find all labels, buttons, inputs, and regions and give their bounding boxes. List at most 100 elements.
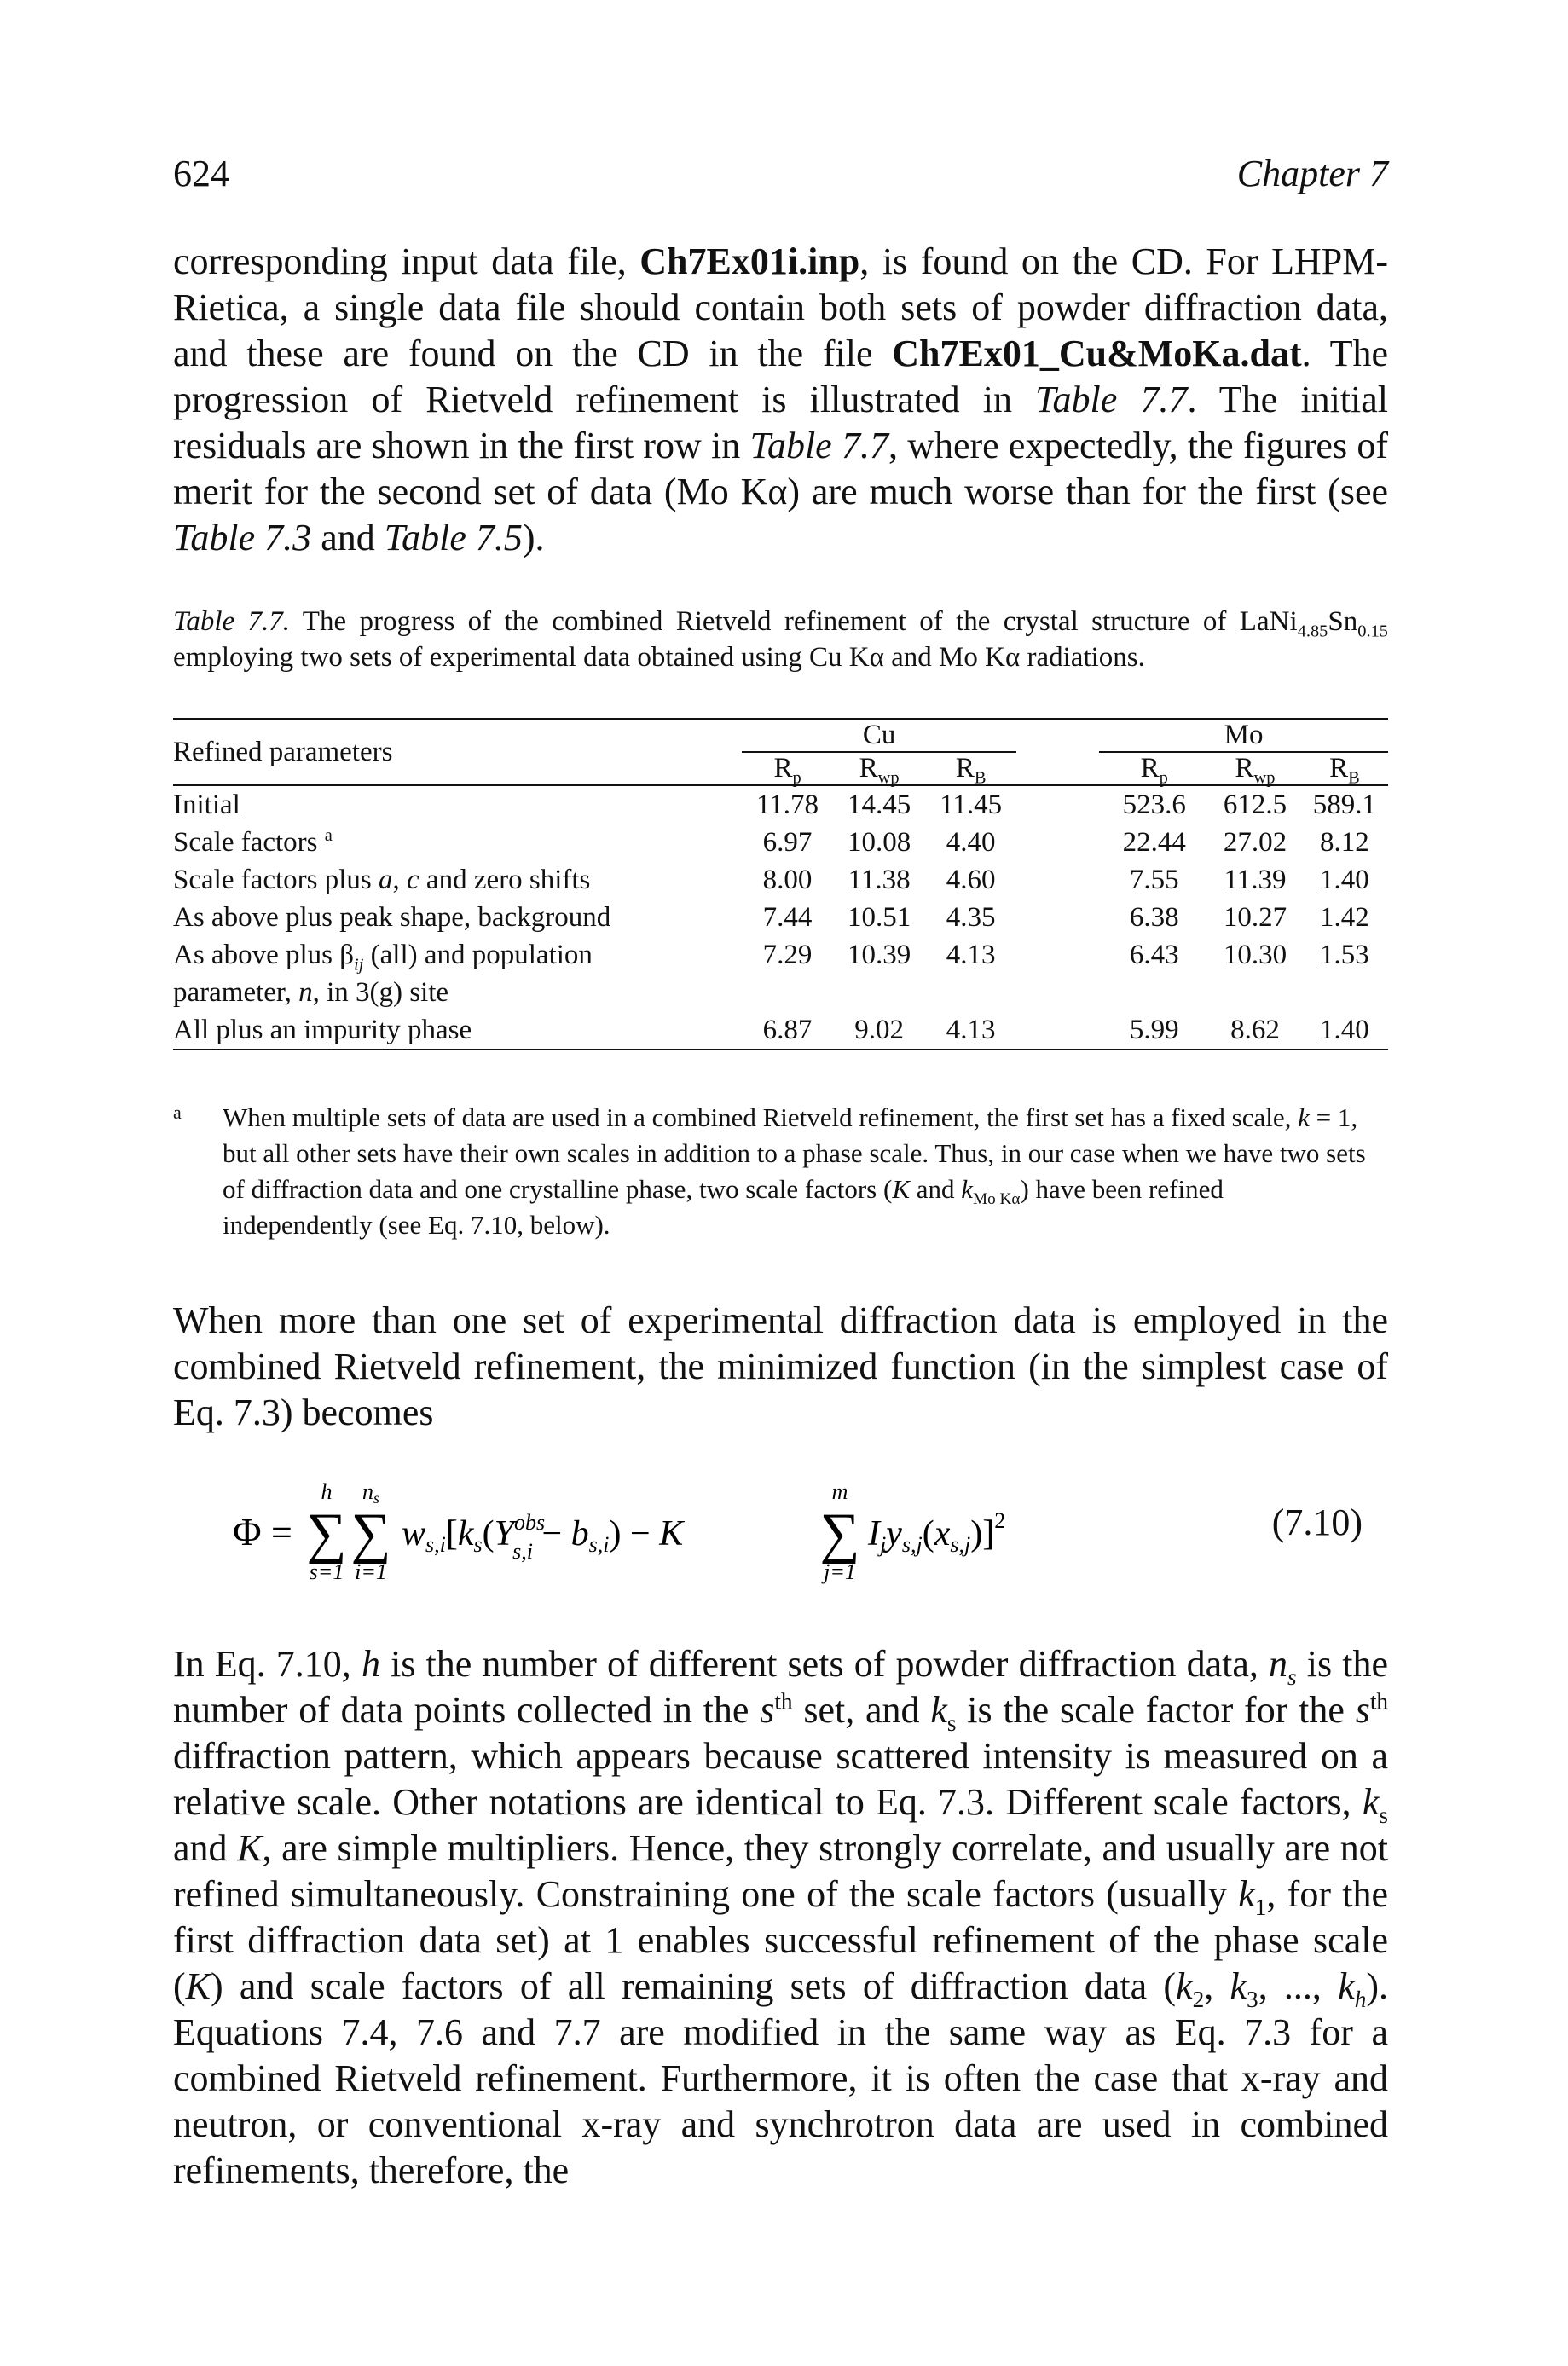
sum-symbol: ∑ [819, 1502, 859, 1565]
table-reference: Table 7.7 [1035, 379, 1188, 420]
table-cell: 8.62 [1209, 1011, 1301, 1050]
refinement-table: Refined parameters Cu Mo Rp Rwp RB Rp Rw… [173, 718, 1388, 1050]
sum-lower-limit: s=1 [310, 1559, 344, 1584]
row-label: As above plus peak shape, background [173, 902, 611, 933]
results-table: Refined parameters Cu Mo Rp Rwp RB Rp Rw… [173, 718, 1388, 1050]
table-row: Scale factors plus a, c and zero shifts … [173, 861, 1388, 899]
page-number: 624 [173, 153, 229, 194]
table-cell: 4.60 [946, 864, 996, 895]
text-run: . The initial residuals are shown in the… [173, 379, 1388, 466]
sum-lower-limit: i=1 [355, 1559, 387, 1584]
sum-symbol: ∑ [350, 1502, 391, 1565]
table-footnote: a When multiple sets of data are used in… [173, 1100, 1388, 1243]
col-header: Rwp [1209, 752, 1301, 787]
file-name: Ch7Ex01_Cu&MoKa.dat [892, 333, 1302, 374]
param-column-header: Refined parameters [173, 718, 742, 786]
text-run: The progress of the combined Rietveld re… [290, 606, 1298, 637]
chapter-label: Chapter 7 [1236, 153, 1388, 194]
table-cell: 4.13 [946, 940, 996, 970]
text-run: corresponding input data file, [173, 240, 640, 282]
table-cell: 6.38 [1129, 901, 1179, 933]
phi-symbol: Φ [233, 1510, 262, 1553]
table-cell: 11.39 [1224, 864, 1287, 895]
equation-number: (7.10) [1271, 1501, 1363, 1543]
table-cell: 10.39 [847, 940, 911, 970]
table-reference: Table 7.5 [384, 517, 523, 558]
table-cell: 589.1 [1312, 789, 1377, 820]
table-row: All plus an impurity phase 6.87 9.02 4.1… [173, 1011, 1388, 1050]
row-label: Scale factors plus a, c and zero shifts [173, 865, 591, 895]
table-row: Initial 11.78 14.45 11.45 523.6 612.5 58… [173, 785, 1388, 824]
sum-upper-limit: m [832, 1479, 848, 1504]
table-cell: 1.40 [1320, 864, 1369, 895]
cu-group-header: Cu [741, 718, 1017, 753]
mo-group-header: Mo [1099, 718, 1388, 753]
col-header: RB [924, 752, 1017, 787]
spacer-cell [1016, 718, 1100, 752]
table-cell: 11.45 [940, 789, 1003, 820]
body-paragraph-1: corresponding input data file, Ch7Ex01i.… [173, 239, 1388, 561]
table-cell: 6.43 [1129, 940, 1179, 970]
table-cell: 10.30 [1223, 940, 1287, 970]
table-cell: 1.53 [1320, 940, 1369, 970]
table-cell: 4.13 [924, 1011, 1017, 1050]
table-cell: 8.12 [1320, 826, 1369, 858]
footnote-marker: a [324, 826, 333, 845]
text-run: Sn [1328, 606, 1358, 637]
col-header: RB [1300, 752, 1388, 787]
body-paragraph-3: In Eq. 7.10, h is the number of differen… [173, 1643, 1389, 2191]
table-cell: 612.5 [1223, 789, 1287, 820]
table-cell: 10.51 [847, 901, 911, 933]
col-header: Rwp [833, 752, 925, 787]
sum-upper-limit: h [321, 1479, 333, 1504]
text-run: and [311, 517, 385, 558]
table-cell: 11.38 [848, 864, 911, 895]
table-cell: 523.6 [1122, 789, 1186, 820]
table-cell: 4.40 [946, 826, 996, 858]
table-reference: Table 7.3 [173, 517, 312, 558]
sum-lower-limit: j=1 [821, 1559, 856, 1584]
table-cell: 5.99 [1099, 1011, 1210, 1050]
table-cell: 8.00 [762, 864, 813, 895]
table-cell: 11.78 [756, 789, 819, 820]
col-header: Rp [741, 752, 834, 787]
table-row: Scale factors a 6.97 10.08 4.40 22.44 27… [173, 824, 1388, 861]
sum-upper-limit: ns [362, 1479, 379, 1507]
text-run: . The progression of Rietveld refinement… [173, 333, 1388, 420]
text-run: ). [522, 517, 545, 558]
table-cell: 10.08 [847, 826, 911, 858]
table-cell: 10.27 [1223, 901, 1287, 933]
subscript: 4.85 [1297, 622, 1328, 641]
table-cell: 4.35 [946, 901, 996, 933]
table-cell: 7.55 [1129, 864, 1179, 895]
table-cell: 6.97 [762, 826, 813, 858]
table-cell: 14.45 [847, 789, 911, 820]
table-header-row: Refined parameters Cu Mo [173, 718, 1388, 786]
table-row: As above plus peak shape, background 7.4… [173, 899, 1388, 936]
table-cell: 1.42 [1320, 901, 1369, 933]
col-header: Rp [1099, 752, 1210, 787]
table-cell: 7.29 [762, 940, 813, 970]
text-run: , is found on the CD. For LHPM-Rietica, … [173, 240, 1389, 374]
footnote-text: When multiple sets of data are used in a… [223, 1102, 1366, 1240]
sum-symbol: ∑ [306, 1502, 346, 1565]
body-paragraph-2: When more than one set of experimental d… [173, 1299, 1388, 1433]
text-run: employing two sets of experimental data … [173, 642, 1145, 673]
equals-sign: = [271, 1512, 292, 1553]
table-subheader-row: Rp Rwp RB Rp Rwp RB [173, 752, 1388, 787]
page-header: 624 Chapter 7 [173, 152, 1388, 194]
row-label: All plus an impurity phase [173, 1011, 742, 1050]
table-cell: 6.87 [741, 1011, 834, 1050]
row-label: Initial [173, 790, 240, 820]
caption-label: Table 7.7. [173, 606, 291, 637]
table-cell: 9.02 [833, 1011, 925, 1050]
footnote-marker: a [173, 1102, 182, 1123]
table-reference: Table 7.7 [749, 425, 888, 466]
spacer-cell [1016, 752, 1100, 786]
file-name: Ch7Ex01i.inp [639, 240, 860, 282]
